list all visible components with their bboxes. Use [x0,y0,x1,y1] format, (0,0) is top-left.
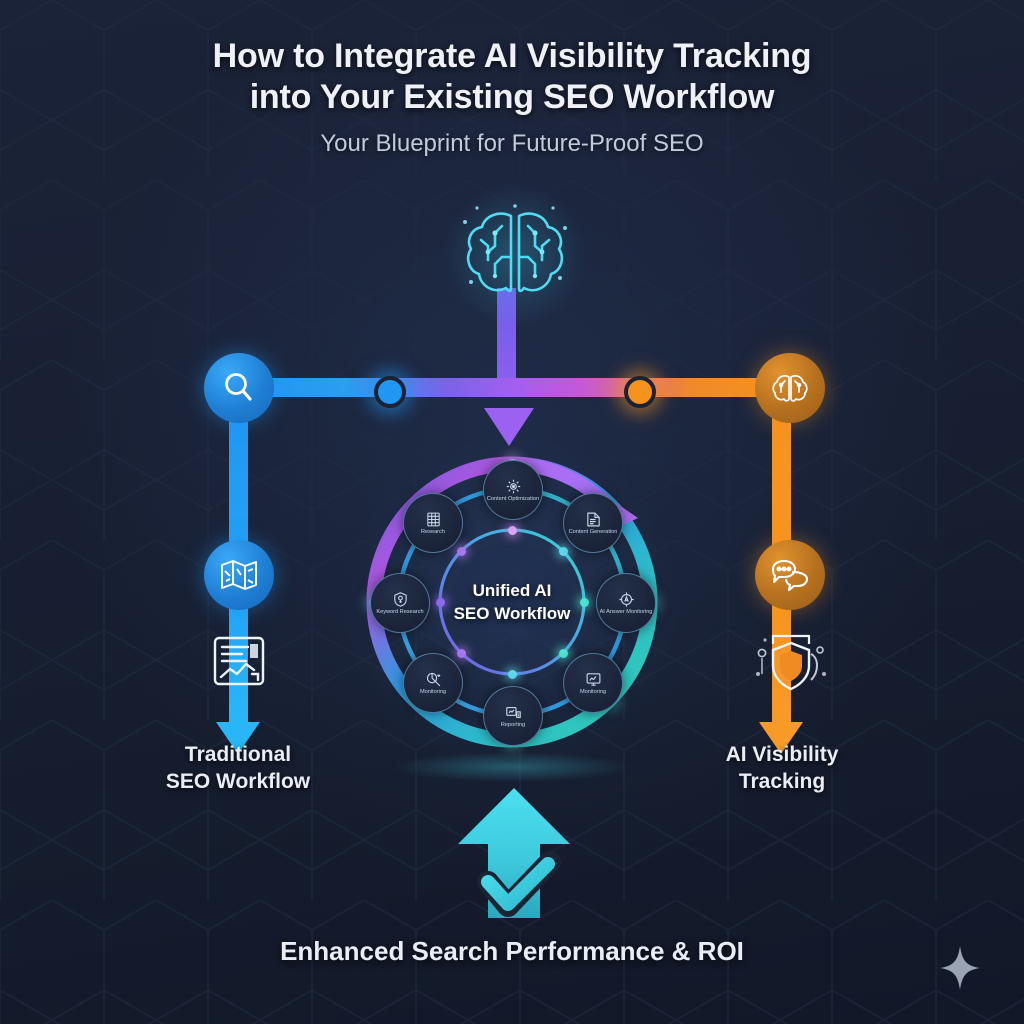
hub-node-label: Reporting [500,721,526,728]
left-branch-label-line-2: SEO Workflow [165,770,311,793]
shield-icon [756,634,826,691]
ring-dot [456,648,466,658]
brain-icon [463,204,567,293]
right-branch-label-line-1: AI Visibility [725,743,839,766]
ring-dot [507,669,517,679]
ring-dot [558,546,568,556]
page-header: How to Integrate AI Visibility Tracking … [0,36,1024,158]
chat-node[interactable] [755,540,825,610]
left-branch-label-line-1: Traditional [184,743,292,766]
hub-node-label: Keyword Research [376,608,424,615]
unified-workflow-hub: Unified AI SEO Workflow Content Optimiza… [362,452,662,752]
hub-node-reporting[interactable]: Reporting [483,686,543,746]
hub-node-label: Monitoring [419,688,447,695]
hub-node-label: Research [421,528,445,535]
search-icon [225,373,252,401]
ai-brain-node[interactable] [755,353,825,423]
ai-brain-icon [772,374,808,402]
sparkle-icon [940,946,980,990]
sitemap-icon [221,560,257,590]
footer-caption: Enhanced Search Performance & ROI [280,936,744,966]
up-arrow-check-icon [458,788,570,918]
gear-content-icon [506,479,520,493]
hub-node-monitoring-left[interactable]: Monitoring [403,653,463,713]
arrow-down-left [216,722,260,754]
hub-node-label: Content Optimization [486,495,540,502]
arrow-down-center [484,408,534,446]
page-title-line-1: How to Integrate AI Visibility Tracking [212,37,812,75]
hub-node-ai-answer-monitoring[interactable]: AI Answer Monitoring [596,573,656,633]
hub-node-label: AI Answer Monitoring [599,608,653,615]
page-title-line-2: into Your Existing SEO Workflow [249,78,775,116]
connector-horizontal-bar [238,378,790,397]
reporting-icon [505,706,521,718]
hub-node-monitoring-right[interactable]: Monitoring [563,653,623,713]
keyword-icon [393,591,407,607]
chat-bubbles-icon [771,559,809,591]
hub-underglow [392,752,632,782]
ai-monitor-icon [618,592,634,607]
connector-node-right [624,376,656,408]
right-branch-label: AI Visibility Tracking [632,741,932,795]
page-subtitle: Your Blueprint for Future-Proof SEO [320,130,704,157]
hub-node-content-optimization[interactable]: Content Optimization [483,460,543,520]
connector-top-vertical [497,288,516,388]
hub-node-keyword-research[interactable]: Keyword Research [370,573,430,633]
hub-node-label: Content Generation [568,528,618,535]
brain-glow [437,186,593,326]
hub-node-research[interactable]: Research [403,493,463,553]
table-data-icon [426,512,440,527]
right-branch-label-line-2: Tracking [738,770,826,793]
sitemap-node[interactable] [204,540,274,610]
ring-dot [558,648,568,658]
content-file-icon [586,512,600,527]
search-node[interactable] [204,353,274,423]
ring-dot [579,597,589,607]
ring-dot [456,546,466,556]
hub-node-label: Monitoring [579,688,607,695]
analytics-icon [426,672,440,686]
ring-dot [507,525,517,535]
hub-node-content-generation[interactable]: Content Generation [563,493,623,553]
arrow-down-right [759,722,803,754]
ring-dot [435,597,445,607]
left-branch-label: Traditional SEO Workflow [88,741,388,795]
report-chart-icon [213,636,265,686]
monitor-chart-icon [586,672,600,686]
connector-node-left [374,376,406,408]
